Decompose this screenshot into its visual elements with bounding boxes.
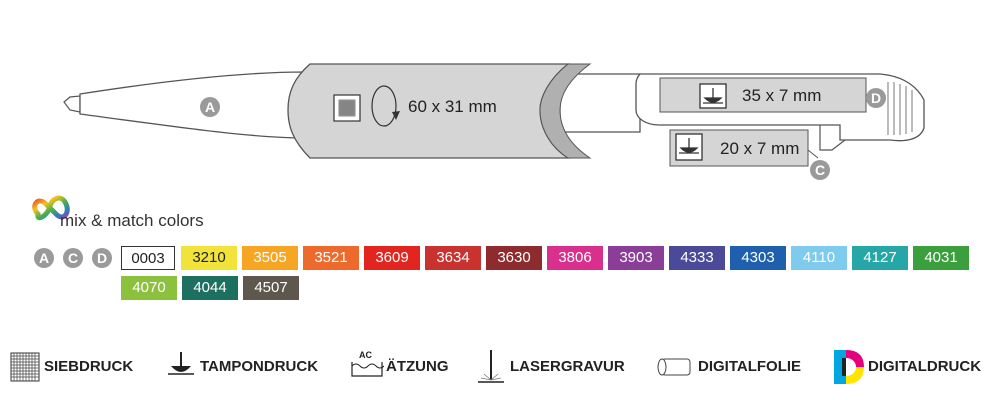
digital-foil-icon [657,358,691,376]
legend-etching-label: ÄTZUNG [386,358,449,375]
area-d-size: 35 x 7 mm [742,86,822,105]
color-swatch[interactable]: 0003 [121,246,175,270]
pad-print-icon-area-d [699,83,727,109]
area-d-badge: D [866,88,886,108]
area-a-size: 60 x 31 mm [408,97,497,116]
legend-pad-print-label: TAMPONDRUCK [200,358,319,375]
screen-print-icon [10,352,40,382]
color-swatch[interactable]: 4110 [791,246,847,270]
color-swatch[interactable]: 4333 [669,246,725,270]
laser-engraving-icon [478,350,504,383]
position-badge-c: C [63,248,83,268]
area-c-badge: C [810,160,830,180]
color-swatch[interactable]: 3210 [181,246,237,270]
legend-digital-print-label: DIGITALDRUCK [868,358,982,375]
pen-barrel [559,73,641,133]
color-swatch[interactable]: 3806 [547,246,603,270]
color-swatch[interactable]: 4070 [121,276,177,300]
pen-front [79,71,306,139]
position-badge-d: D [92,248,112,268]
color-swatch[interactable]: 4127 [852,246,908,270]
color-swatch[interactable]: 4044 [182,276,238,300]
color-swatch[interactable]: 4303 [730,246,786,270]
color-swatch[interactable]: 3634 [425,246,481,270]
rotate-arrow-icon [371,85,397,127]
color-swatch[interactable]: 3505 [242,246,298,270]
color-swatch[interactable]: 3609 [364,246,420,270]
etching-icon-text: AC [359,350,372,360]
legend-screen-print-label: SIEBDRUCK [44,358,134,375]
color-swatch[interactable]: 3521 [303,246,359,270]
pad-print-icon [168,352,194,375]
legend-laser-label: LASERGRAVUR [510,358,625,375]
color-swatch[interactable]: 3630 [486,246,542,270]
mix-match-logo-icon [32,195,70,221]
legend-digital-foil-label: DIGITALFOLIE [698,358,802,375]
screen-print-icon-area-a [333,94,361,122]
position-badge-a: A [34,248,54,268]
pen-tip [63,95,81,113]
area-c-size: 20 x 7 mm [720,139,800,158]
mix-match-label: mix & match colors [60,211,204,230]
color-swatch[interactable]: 4031 [913,246,969,270]
digital-print-icon [834,350,864,384]
etching-icon: AC [350,350,384,384]
area-a-badge: A [200,97,220,117]
pad-print-icon-area-c [675,133,703,161]
pen-illustration [63,63,925,167]
color-swatch[interactable]: 4507 [243,276,299,300]
color-swatch[interactable]: 3903 [608,246,664,270]
